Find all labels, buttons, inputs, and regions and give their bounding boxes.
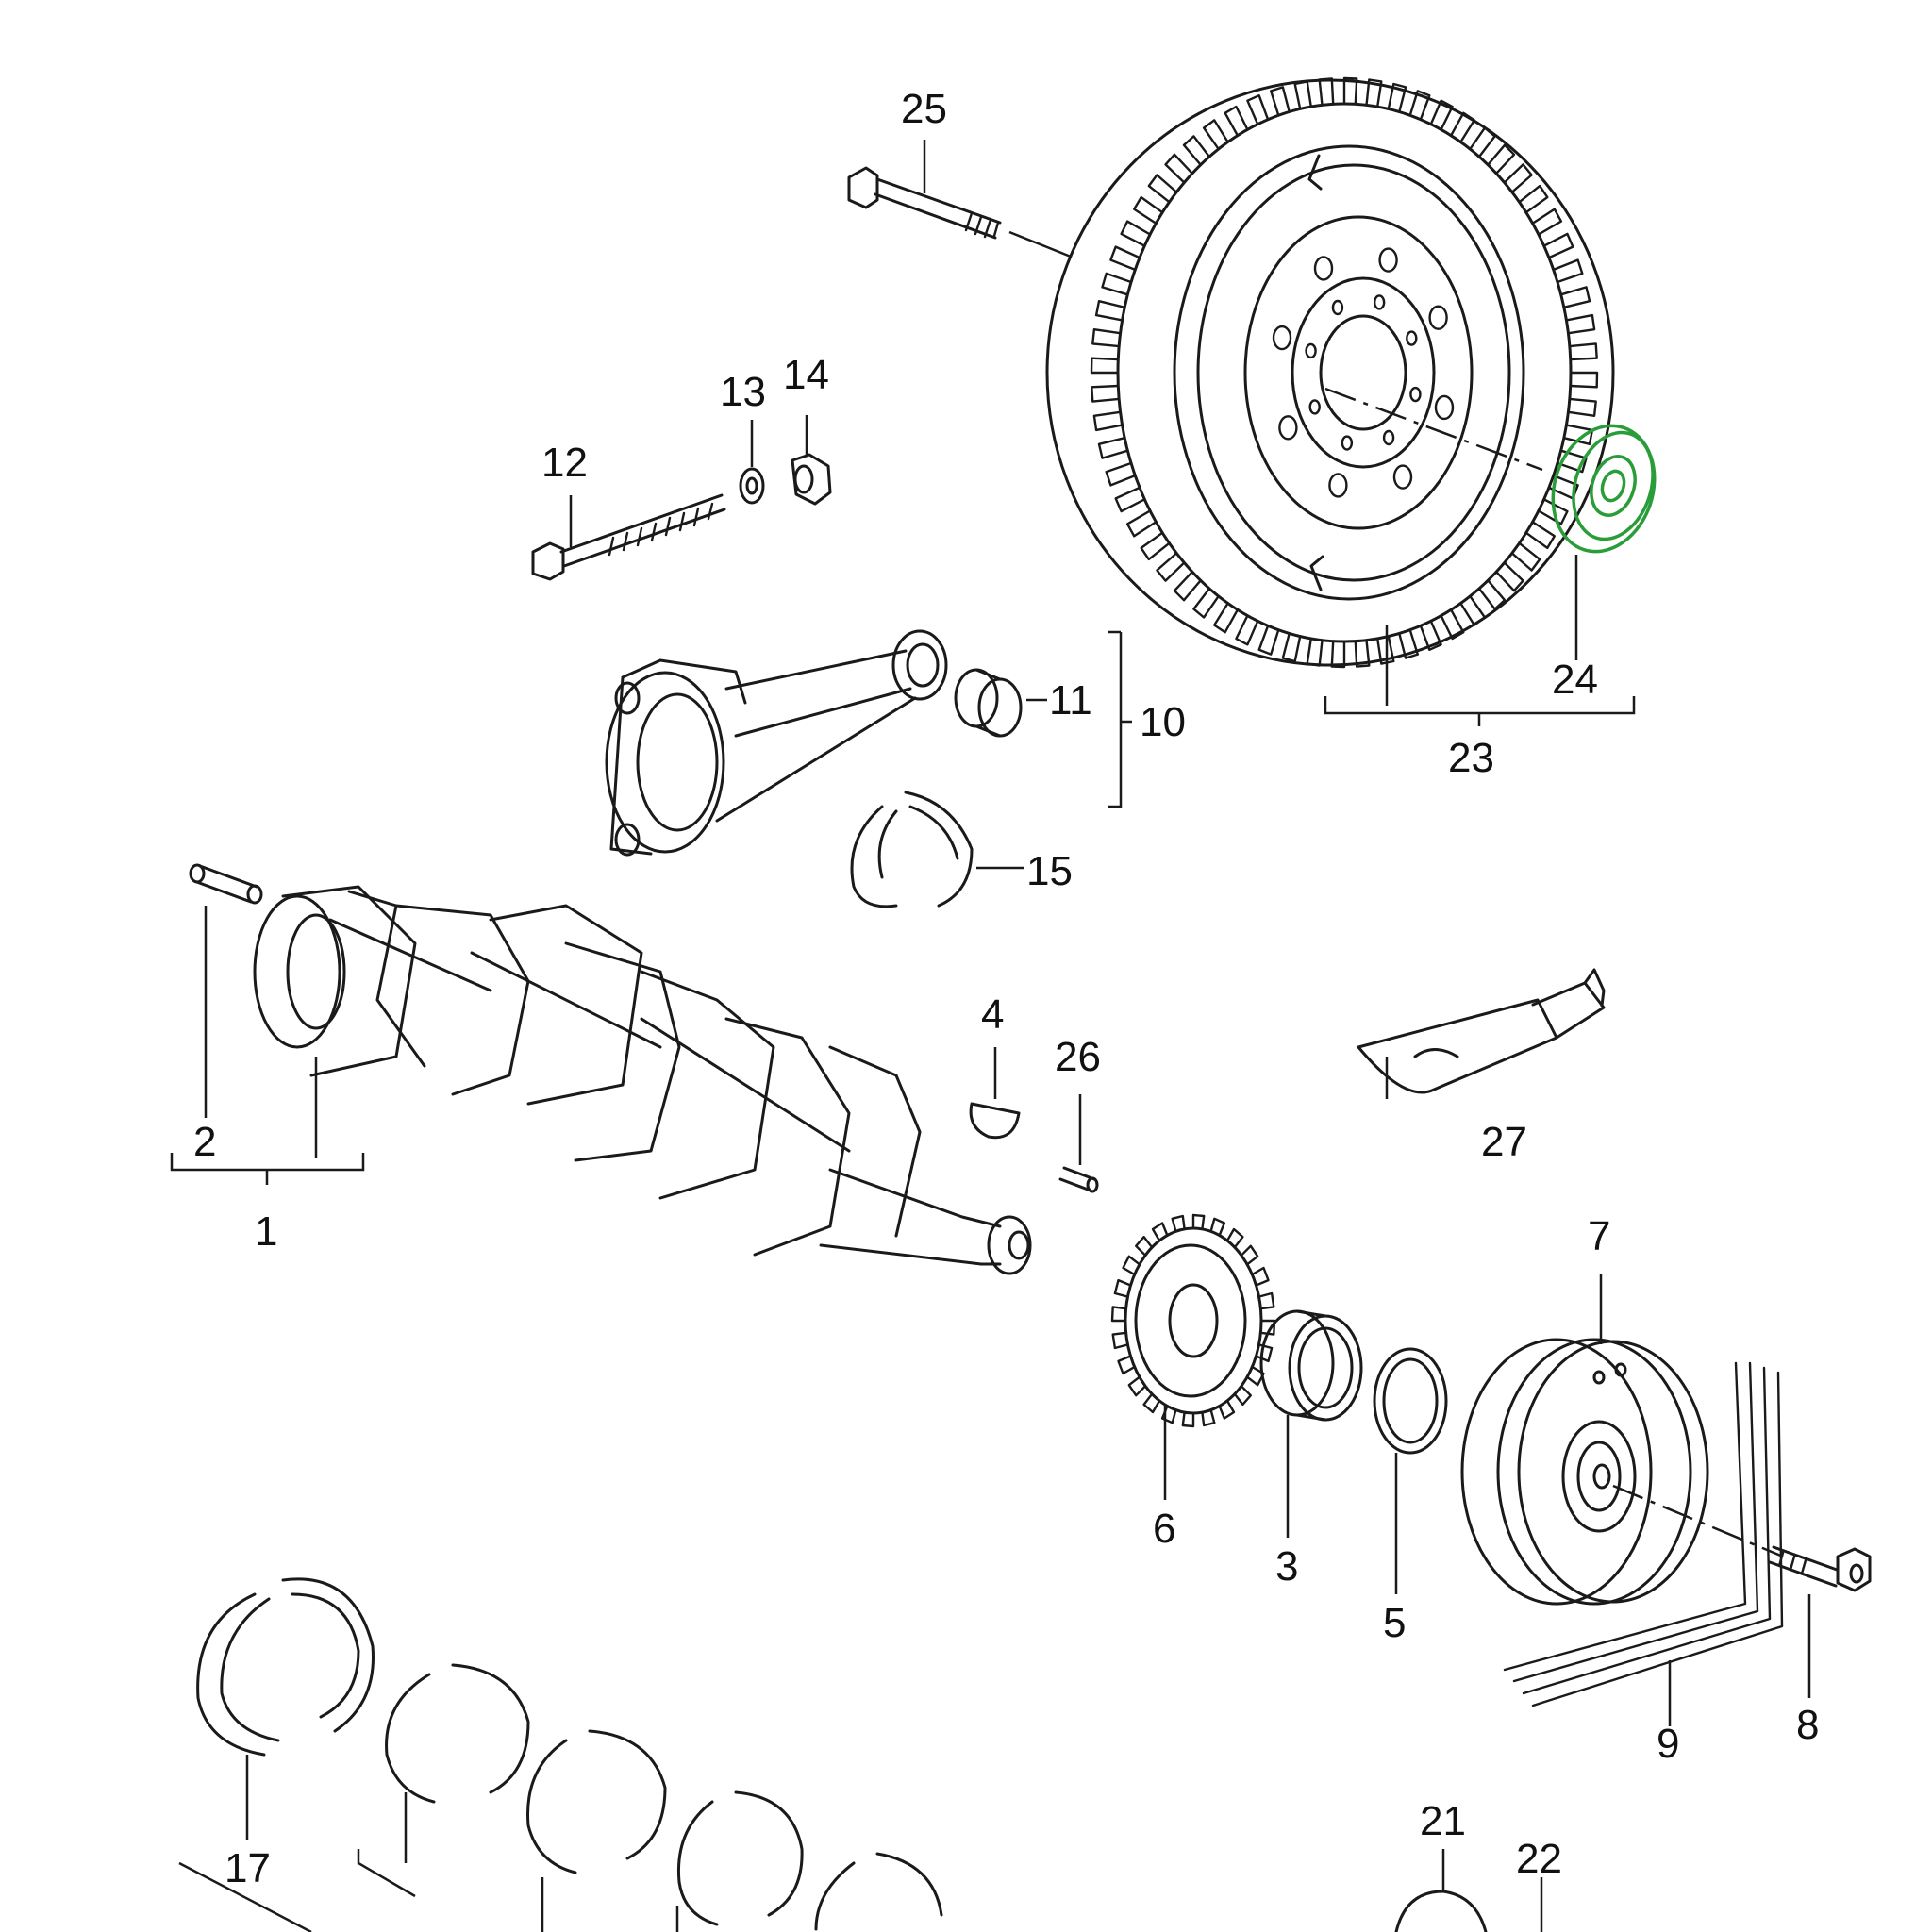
callout-22[interactable]: 22 — [1516, 1836, 1562, 1882]
dowel-pin[interactable] — [189, 863, 263, 905]
callout-13[interactable]: 13 — [720, 369, 766, 415]
pilot-bearing-highlighted[interactable] — [1324, 387, 1670, 565]
flywheel[interactable] — [1045, 76, 1615, 669]
roll-pin[interactable] — [1058, 1166, 1099, 1193]
callout-3[interactable]: 3 — [1275, 1543, 1298, 1590]
flywheel-bolt-holes — [1272, 247, 1455, 498]
callout-8[interactable]: 8 — [1796, 1702, 1819, 1748]
spacer-sleeve[interactable] — [1259, 1309, 1363, 1422]
nut[interactable] — [791, 453, 832, 506]
o-ring[interactable] — [1373, 1347, 1448, 1455]
callout-6[interactable]: 6 — [1153, 1506, 1175, 1552]
flywheel-teeth — [1090, 76, 1599, 669]
sprocket-teeth — [1110, 1213, 1276, 1428]
callout-5[interactable]: 5 — [1383, 1600, 1406, 1646]
connecting-rod-bearing[interactable] — [850, 791, 974, 908]
callout-14[interactable]: 14 — [783, 352, 829, 398]
callout-26[interactable]: 26 — [1055, 1034, 1101, 1080]
connecting-rod-bolt[interactable] — [531, 493, 726, 581]
callout-11[interactable]: 11 — [1049, 677, 1092, 724]
sealant-tube[interactable] — [1357, 968, 1606, 1094]
callout-9[interactable]: 9 — [1657, 1721, 1679, 1767]
drive-belt[interactable] — [1503, 1361, 1784, 1707]
callout-1[interactable]: 1 — [255, 1208, 277, 1255]
woodruff-key[interactable] — [969, 1102, 1021, 1140]
pulley-bolt[interactable] — [1768, 1545, 1872, 1592]
crankshaft-sprocket[interactable] — [1110, 1213, 1276, 1428]
callout-21[interactable]: 21 — [1420, 1798, 1466, 1844]
connecting-rod[interactable] — [605, 629, 948, 857]
callout-15[interactable]: 15 — [1026, 848, 1073, 894]
crankshaft-pulley[interactable] — [1460, 1338, 1784, 1606]
callout-25[interactable]: 25 — [901, 86, 947, 132]
callout-10[interactable]: 10 — [1140, 699, 1186, 745]
callout-labels: 25 13 14 12 11 10 15 24 23 4 26 27 2 1 7… — [193, 86, 1819, 1891]
callout-2[interactable]: 2 — [193, 1119, 216, 1165]
callout-12[interactable]: 12 — [541, 440, 588, 486]
callout-7[interactable]: 7 — [1588, 1213, 1610, 1259]
main-bearing-shells[interactable] — [196, 1577, 943, 1931]
washer[interactable] — [739, 467, 765, 505]
callout-17[interactable]: 17 — [225, 1845, 271, 1891]
leader-lines — [170, 140, 1811, 1932]
thrust-washer[interactable] — [1394, 1890, 1488, 1932]
callout-27[interactable]: 27 — [1481, 1119, 1527, 1165]
callout-4[interactable]: 4 — [981, 991, 1004, 1038]
flywheel-bolt[interactable] — [847, 166, 1072, 258]
crankshaft[interactable] — [253, 885, 1032, 1275]
callout-23[interactable]: 23 — [1448, 735, 1494, 781]
callout-24[interactable]: 24 — [1552, 657, 1598, 703]
connecting-rod-bushing[interactable] — [954, 668, 1023, 738]
